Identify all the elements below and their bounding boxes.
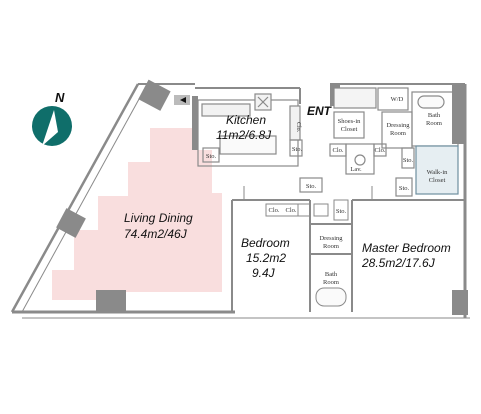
bedroom-area-1: 15.2m2	[246, 251, 286, 265]
living-tint	[52, 128, 222, 300]
walk-in-closet-label-1: Walk-in	[427, 169, 449, 176]
shoes-closet-label-2: Closet	[341, 126, 358, 133]
kitchen-name: Kitchen	[226, 113, 266, 127]
sto-label-b: Sto.	[292, 146, 303, 153]
living-name: Living Dining	[124, 211, 193, 225]
shoes-closet-label-1: Shoes-in	[338, 118, 362, 125]
columns	[56, 79, 468, 315]
kitchen-area: 11m2/6.8J	[216, 128, 272, 142]
clo-label-d: Clo.	[285, 207, 296, 214]
clo-label-c: Clo.	[268, 207, 279, 214]
bath-room-2-label-2: Room	[323, 279, 339, 286]
kitchen-block	[174, 93, 301, 167]
sto-label-a: Sto.	[206, 153, 217, 160]
master-name: Master Bedroom	[362, 241, 451, 255]
walk-in-closet-area	[415, 145, 459, 195]
bath-room-1-label-2: Room	[426, 120, 442, 127]
bath-room-2-label-1: Bath	[325, 271, 338, 278]
living-area: 74.4m2/46J	[124, 227, 188, 241]
dressing-room-2-label-2: Room	[323, 243, 339, 250]
compass-icon	[32, 106, 72, 146]
bath-room-1-label-1: Bath	[428, 112, 441, 119]
dressing-room-2-label-1: Dressing	[319, 235, 343, 242]
clo-label-a: Clo.	[332, 147, 343, 154]
entrance-label: ENT	[307, 104, 333, 118]
dressing-room-1-label-2: Room	[390, 130, 406, 137]
bedroom-name: Bedroom	[241, 236, 290, 250]
lav-label: Lav.	[350, 166, 362, 173]
master-area: 28.5m2/17.6J	[361, 256, 436, 270]
sto-label-f: Sto.	[336, 208, 347, 215]
sto-label-e: Sto.	[399, 185, 410, 192]
compass-label: N	[55, 90, 65, 105]
sto-label-d: Sto.	[403, 157, 414, 164]
dressing-room-1-label-1: Dressing	[386, 122, 410, 129]
bedroom-area-2: 9.4J	[252, 266, 276, 280]
kitchen-clo-vertical-label: Clo.	[295, 122, 301, 133]
entry-block	[289, 87, 459, 197]
clo-label-b: Clo.	[374, 147, 385, 154]
sto-label-c: Sto.	[306, 183, 317, 190]
walk-in-closet-label-2: Closet	[429, 177, 446, 184]
wd-label: W/D	[391, 96, 404, 103]
bedroom-walls	[231, 199, 465, 312]
bedroom-fixtures	[243, 186, 373, 307]
